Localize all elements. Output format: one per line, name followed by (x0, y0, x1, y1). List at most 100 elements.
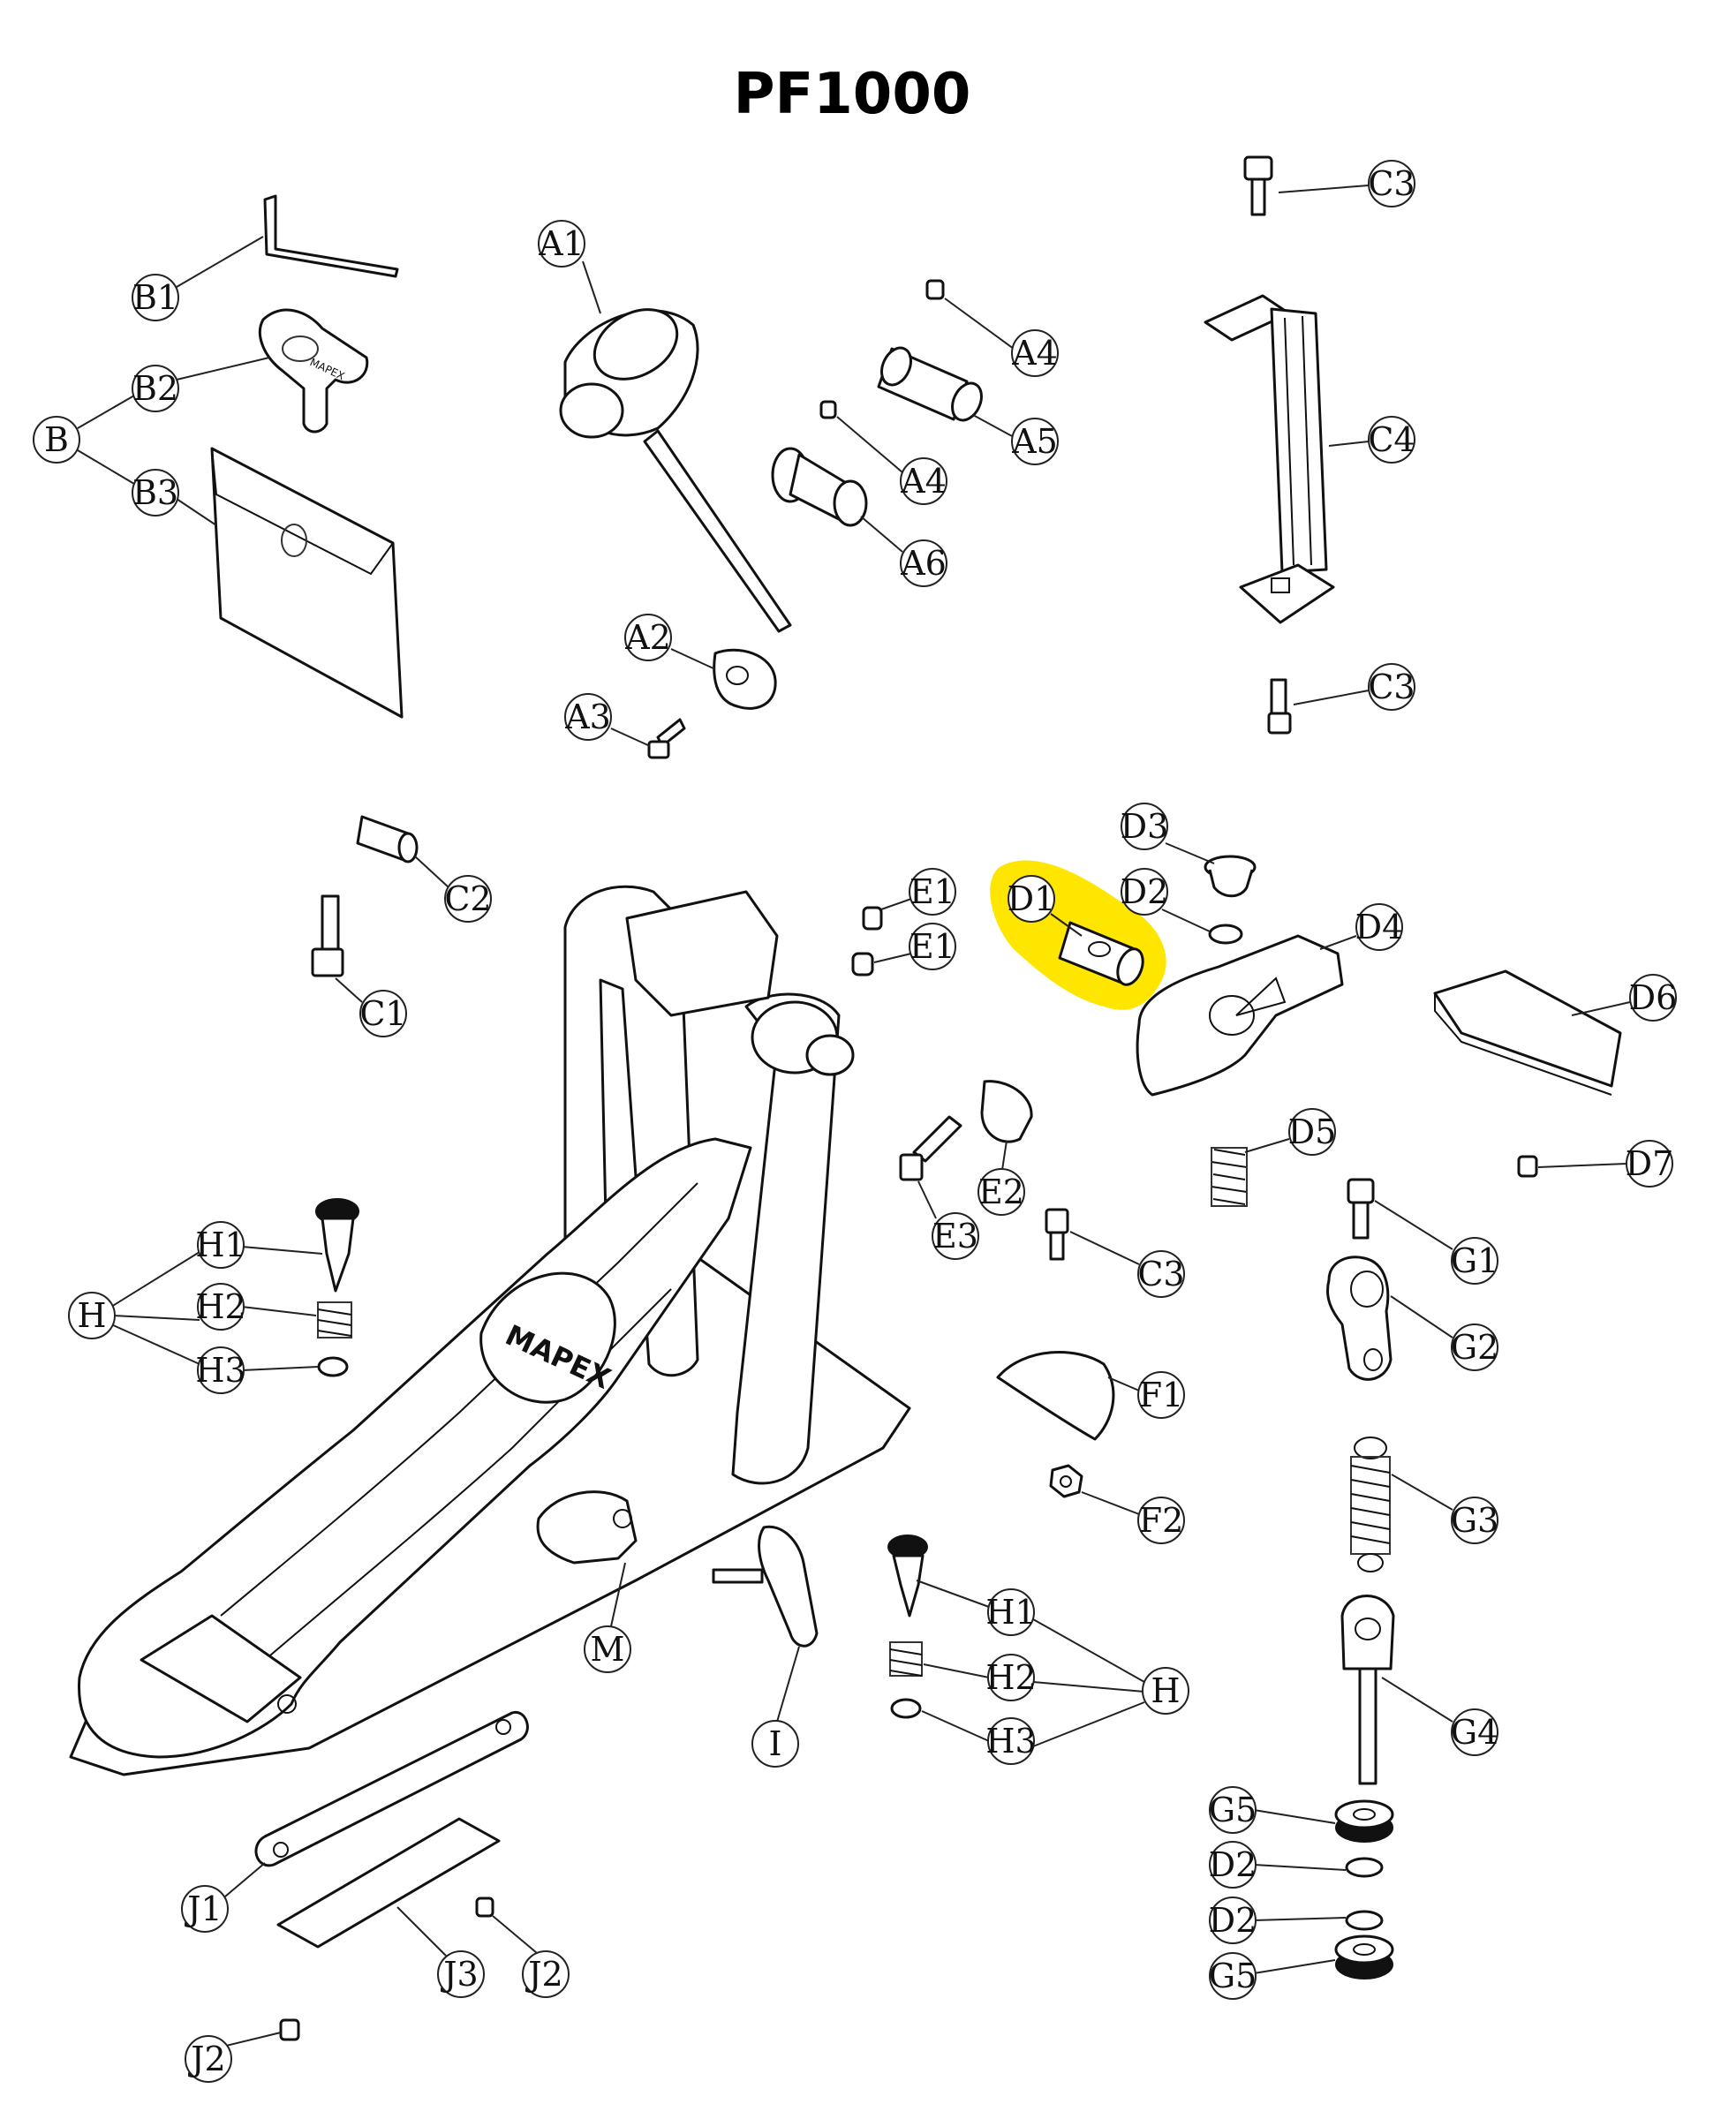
callout-c3-lower-label: C3 (1368, 667, 1415, 706)
callout-h3-right-label: H3 (985, 1722, 1036, 1761)
callout-d2-mid-label: D2 (1209, 1845, 1257, 1884)
washer-h3-left (317, 1356, 349, 1377)
pedal-main-assembly: MAPEX (69, 885, 911, 1776)
callout-h1-left: H1 (195, 1221, 323, 1269)
callout-g4: G4 (1381, 1677, 1499, 1756)
callout-d3-label: D3 (1121, 807, 1169, 846)
callout-h1-right: H1 (916, 1580, 1037, 1636)
weight-10g-part (771, 447, 868, 527)
hex-key-part (263, 194, 399, 278)
bolt-e3-part (899, 1115, 962, 1181)
callout-d6-label: D6 (1629, 978, 1678, 1017)
set-screw-a4-top (925, 279, 945, 300)
callout-a3-label: A3 (564, 698, 611, 736)
callout-h1-right-label: H1 (985, 1593, 1036, 1632)
callout-d2-mid: D2 (1209, 1841, 1347, 1889)
callout-g2: G2 (1390, 1295, 1498, 1371)
callout-a4-top-label: A4 (1011, 334, 1058, 373)
callout-a2-label: A2 (624, 618, 671, 657)
callout-e1-top-label: E1 (910, 872, 955, 911)
callout-d2-low: D2 (1209, 1897, 1347, 1944)
callout-j3: J3 (396, 1906, 485, 1998)
bolt-c1-part (311, 894, 344, 977)
callout-d6: D6 (1571, 974, 1678, 1022)
callout-h3-right: H3 (921, 1710, 1037, 1765)
callout-d1-label: D1 (1008, 879, 1056, 918)
callout-b2-label: B2 (132, 369, 178, 408)
callout-g1-label: G1 (1451, 1241, 1499, 1280)
callout-c3-middle-label: C3 (1137, 1255, 1184, 1293)
callout-d2-low-label: D2 (1209, 1901, 1257, 1940)
callout-g5-top-label: G5 (1209, 1791, 1257, 1829)
spring-d5-part (1211, 1147, 1248, 1207)
washer-d2-low (1345, 1910, 1384, 1931)
spring-hook-g2 (1326, 1256, 1393, 1381)
wing-screw-i (712, 1525, 819, 1648)
callout-d5: D5 (1244, 1108, 1337, 1156)
callout-h2-right-label: H2 (985, 1658, 1036, 1697)
screw-g1-part (1347, 1178, 1375, 1240)
screw-j2-right (475, 1897, 494, 1918)
callout-j1-label: J1 (184, 1889, 222, 1928)
callout-e2-label: E2 (978, 1173, 1024, 1211)
hex-nut-f2 (1049, 1464, 1083, 1498)
bushing-e1-top (862, 906, 883, 931)
callout-g4-label: G4 (1451, 1713, 1499, 1752)
callout-f2: F2 (1081, 1491, 1185, 1544)
diagram-title: PF1000 (734, 62, 971, 127)
callout-a2: A2 (624, 614, 716, 670)
callout-d5-label: D5 (1288, 1112, 1337, 1151)
callout-c4-label: C4 (1368, 420, 1415, 459)
callout-c3-lower: C3 (1293, 663, 1415, 711)
washer-h3-right (890, 1698, 922, 1719)
footboard-heel-d4 (1136, 934, 1344, 1097)
callout-b3-label: B3 (132, 473, 178, 512)
grip-plate-j3 (276, 1817, 501, 1949)
callout-h-left-label: H (77, 1296, 106, 1335)
washer-d2-top (1208, 924, 1243, 945)
callout-d4: D4 (1319, 903, 1404, 951)
screw-c3-lower (1267, 678, 1292, 735)
callout-d2-top-label: D2 (1121, 872, 1169, 911)
callout-e1-top: E1 (880, 868, 956, 916)
callout-c2: C2 (414, 856, 492, 923)
tension-rod-g4 (1340, 1595, 1395, 1785)
callout-c3-top-label: C3 (1368, 164, 1415, 203)
callout-h2-right: H2 (923, 1654, 1037, 1701)
callout-b1: B1 (132, 236, 264, 321)
callout-a1-label: A1 (538, 224, 585, 263)
weight-20g-part (877, 346, 983, 422)
toe-stop-f1 (996, 1351, 1115, 1441)
callout-e3-label: E3 (932, 1217, 978, 1256)
tool-pouch-part (210, 447, 404, 719)
screw-j2-left (279, 2018, 300, 2041)
callout-a5: A5 (972, 414, 1059, 465)
callout-g5-bottom-label: G5 (1209, 1957, 1257, 1995)
beater-part (559, 308, 792, 633)
spring-h2-left (317, 1301, 352, 1339)
tube-e2-part (980, 1080, 1033, 1143)
callout-h2-left-label: H2 (195, 1287, 245, 1326)
footboard-pad-d6 (1433, 969, 1622, 1096)
callout-d7: D7 (1537, 1140, 1673, 1188)
callout-h3-left-label: H3 (195, 1351, 245, 1390)
screw-c3-top (1243, 155, 1273, 216)
callout-m: M (584, 1562, 631, 1673)
callout-j3-label: J3 (440, 1955, 478, 1994)
callout-g3: G3 (1391, 1474, 1498, 1544)
callout-a4-mid-label: A4 (900, 462, 947, 501)
callout-c1-label: C1 (359, 994, 406, 1033)
sleeve-c2-part (356, 815, 419, 863)
drum-key-part: MAPEX (258, 308, 369, 434)
bushing-e1-bottom (851, 952, 874, 977)
callout-a5-label: A5 (1011, 422, 1058, 461)
callout-h-right-label: H (1151, 1671, 1180, 1710)
callout-f1-label: F1 (1139, 1376, 1184, 1414)
callout-d4-label: D4 (1355, 908, 1404, 946)
spring-h2-right (889, 1641, 923, 1677)
callout-h1-left-label: H1 (195, 1225, 245, 1264)
callout-d3: D3 (1121, 803, 1215, 864)
axle-d1-part (1058, 921, 1144, 986)
callout-a3: A3 (564, 693, 651, 747)
